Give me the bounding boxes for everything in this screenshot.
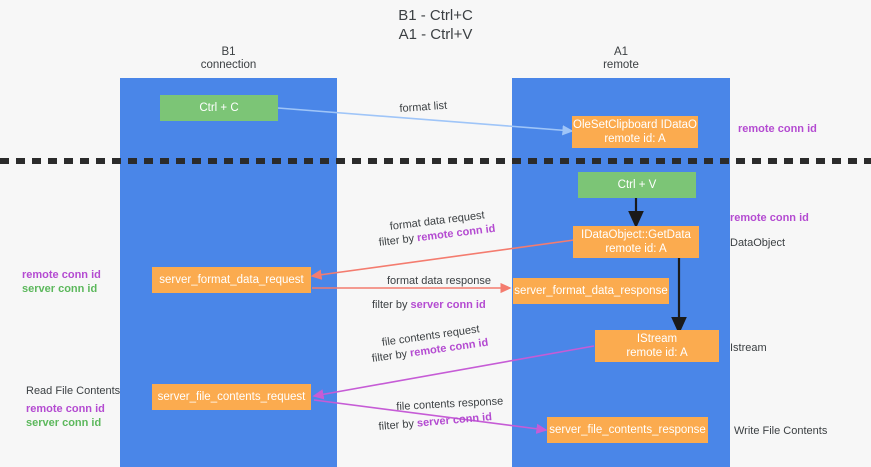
title-line-2: A1 - Ctrl+V <box>398 26 473 43</box>
side-label-read-file-contents: Read File Contents <box>26 385 121 397</box>
arrow-format-data-request <box>310 239 575 280</box>
phase-divider <box>0 158 871 164</box>
label-format-data-response-filter-prefix: filter by <box>372 299 411 311</box>
node-ole-set-clipboard[interactable]: OleSetClipboard IDataObject remote id: A <box>572 116 698 148</box>
node-ctrl-v-label: Ctrl + V <box>617 179 657 191</box>
node-server-file-contents-response[interactable]: server_file_contents_response <box>547 417 708 443</box>
column-header-a1-name: A1 <box>613 46 629 58</box>
node-server-format-data-response[interactable]: server_format_data_response <box>513 278 669 304</box>
column-header-a1-role: remote <box>603 59 639 71</box>
node-ole-set-clipboard-line2: remote id: A <box>604 133 666 145</box>
column-header-b1-name: B1 <box>221 46 236 58</box>
side-label-left-server-conn-id-bottom: server conn id <box>26 417 102 429</box>
node-server-file-contents-request[interactable]: server_file_contents_request <box>152 384 311 410</box>
side-label-remote-conn-id-mid: remote conn id <box>730 212 809 224</box>
node-ctrl-v[interactable]: Ctrl + V <box>578 172 696 198</box>
label-format-data-response: format data response <box>387 275 491 287</box>
arrow-file-contents-response <box>313 399 548 434</box>
node-server-format-data-request-label: server_format_data_request <box>159 274 304 286</box>
node-istream[interactable]: IStream remote id: A <box>595 330 719 362</box>
side-label-istream: Istream <box>730 342 767 354</box>
node-idataobject-getdata-line2: remote id: A <box>605 243 667 255</box>
node-idataobject-getdata[interactable]: IDataObject::GetData remote id: A <box>573 226 699 258</box>
title-line-1: B1 - Ctrl+C <box>398 7 473 24</box>
node-server-file-contents-response-label: server_file_contents_response <box>549 424 706 436</box>
node-server-format-data-request[interactable]: server_format_data_request <box>152 267 311 293</box>
side-label-write-file-contents: Write File Contents <box>734 425 828 437</box>
node-ctrl-c[interactable]: Ctrl + C <box>160 95 278 121</box>
node-istream-line1: IStream <box>636 333 678 345</box>
side-label-left-remote-conn-id-mid: remote conn id <box>22 269 101 281</box>
side-label-left-remote-conn-id-bottom: remote conn id <box>26 403 105 415</box>
node-ctrl-c-label: Ctrl + C <box>199 102 239 114</box>
side-label-left-server-conn-id-mid: server conn id <box>22 283 98 295</box>
arrow-file-contents-request <box>312 345 595 400</box>
diagram-title: B1 - Ctrl+C A1 - Ctrl+V <box>0 6 871 44</box>
column-header-b1: B1 connection <box>120 46 337 72</box>
column-header-a1: A1 remote <box>512 46 730 72</box>
node-ole-set-clipboard-line1: OleSetClipboard IDataObject <box>573 119 697 131</box>
node-server-format-data-response-label: server_format_data_response <box>514 285 668 297</box>
node-idataobject-getdata-line1: IDataObject::GetData <box>581 229 691 241</box>
node-istream-line2: remote id: A <box>626 347 688 359</box>
arrow-format-list <box>277 107 574 136</box>
label-format-data-response-filter-value: server conn id <box>410 299 486 311</box>
node-server-file-contents-request-label: server_file_contents_request <box>157 391 306 403</box>
side-label-dataobject: DataObject <box>730 237 786 249</box>
column-header-b1-role: connection <box>200 59 257 71</box>
side-label-remote-conn-id-top: remote conn id <box>738 123 817 135</box>
label-file-contents-response-filter-prefix: filter by <box>378 417 418 433</box>
label-format-data-response-filter: filter by server conn id <box>372 298 486 312</box>
